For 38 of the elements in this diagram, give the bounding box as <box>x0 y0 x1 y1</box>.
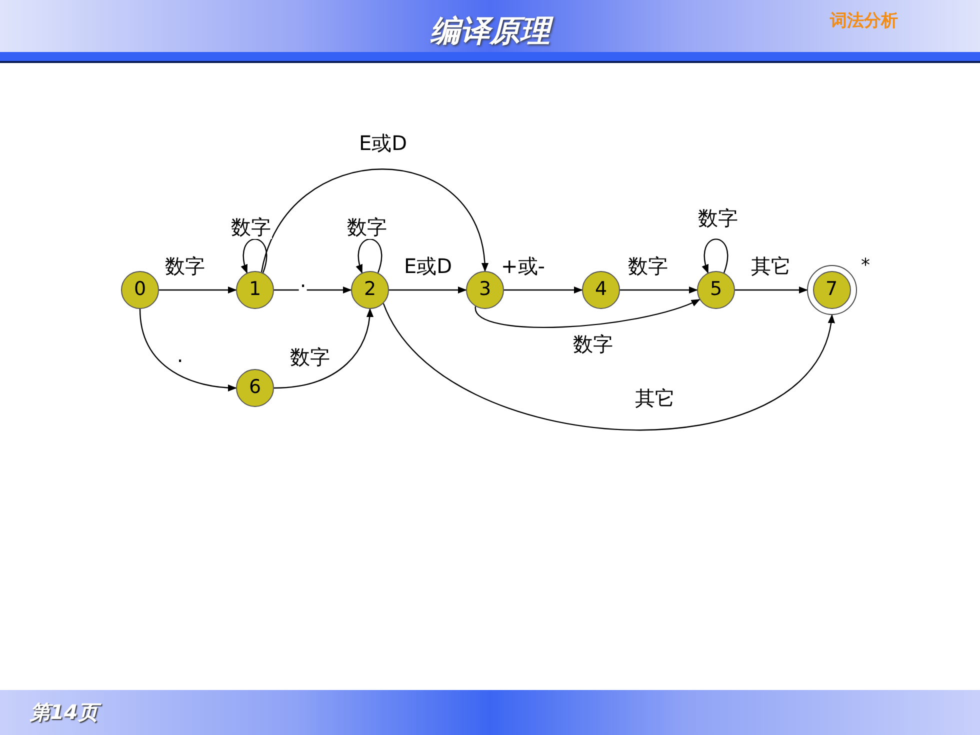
edge-label: 其它 <box>634 386 676 410</box>
edge-label: 数字 <box>164 254 206 278</box>
arrow <box>389 286 467 294</box>
state-circle: 4 <box>582 271 620 309</box>
arrow <box>504 286 583 294</box>
edge-label: E或D <box>402 254 454 278</box>
edge-label: 数字 <box>697 206 739 230</box>
edge-label: E或D <box>358 131 408 155</box>
arrow <box>382 303 834 430</box>
arrow <box>159 286 237 294</box>
edge-label: 数字 <box>346 215 388 239</box>
edge-label: +或- <box>500 254 546 278</box>
slide-title: 编译原理 <box>390 14 590 50</box>
arrow <box>260 168 488 272</box>
state-circle: 6 <box>236 369 274 407</box>
state-circle: 2 <box>351 271 389 309</box>
final-mark: * <box>861 257 870 275</box>
state-circle: 3 <box>466 271 504 309</box>
arrow <box>702 238 728 274</box>
arrow <box>139 308 237 392</box>
edge-label: 数字 <box>289 345 331 369</box>
state-circle: 5 <box>697 271 735 309</box>
edge-label: 数字 <box>572 332 614 356</box>
edge-label: 数字 <box>627 254 669 278</box>
section-label: 词法分析 <box>830 10 898 32</box>
edge-label: 其它 <box>750 254 792 278</box>
state-circle: 7 <box>812 270 850 308</box>
arrow <box>274 286 352 294</box>
accept-state-circle <box>807 265 857 315</box>
arrow <box>241 238 268 274</box>
arrow <box>474 298 700 328</box>
arrow <box>274 308 374 389</box>
edge-label: 数字 <box>230 215 272 239</box>
arrow <box>356 238 382 274</box>
arrow <box>620 286 698 294</box>
state-circle: 0 <box>121 271 159 309</box>
arrow <box>735 286 808 294</box>
state-circle: 1 <box>236 271 274 309</box>
